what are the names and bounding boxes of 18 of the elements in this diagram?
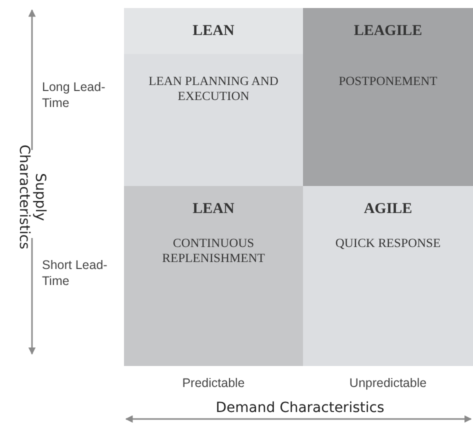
axis-label: Short Lead-Time — [42, 257, 108, 289]
axis-label: Long Lead-Time — [42, 79, 106, 111]
axis-label: Unpredictable — [348, 375, 428, 392]
quadrant-text: CONTINUOUS REPLENISHMENT — [161, 236, 266, 266]
quadrant-text: POSTPONEMENT — [338, 74, 438, 89]
quadrant-heading: LEAN — [192, 22, 234, 41]
quadrant-box — [303, 186, 473, 366]
quadrant-text: QUICK RESPONSE — [334, 236, 442, 251]
quadrant-heading: LEAN — [192, 200, 234, 219]
axis-label: Predictable — [181, 375, 246, 392]
axis-title: Demand Characteristics — [214, 399, 386, 418]
quadrant-heading: AGILE — [364, 200, 412, 219]
quadrant-box — [124, 186, 303, 366]
quadrant-box — [303, 8, 473, 186]
quadrant-box — [124, 8, 303, 186]
quadrant-heading: LEAGILE — [354, 22, 422, 41]
axis-title: Supply Characteristics — [16, 144, 48, 252]
quadrant-text: LEAN PLANNING AND EXECUTION — [148, 74, 280, 104]
